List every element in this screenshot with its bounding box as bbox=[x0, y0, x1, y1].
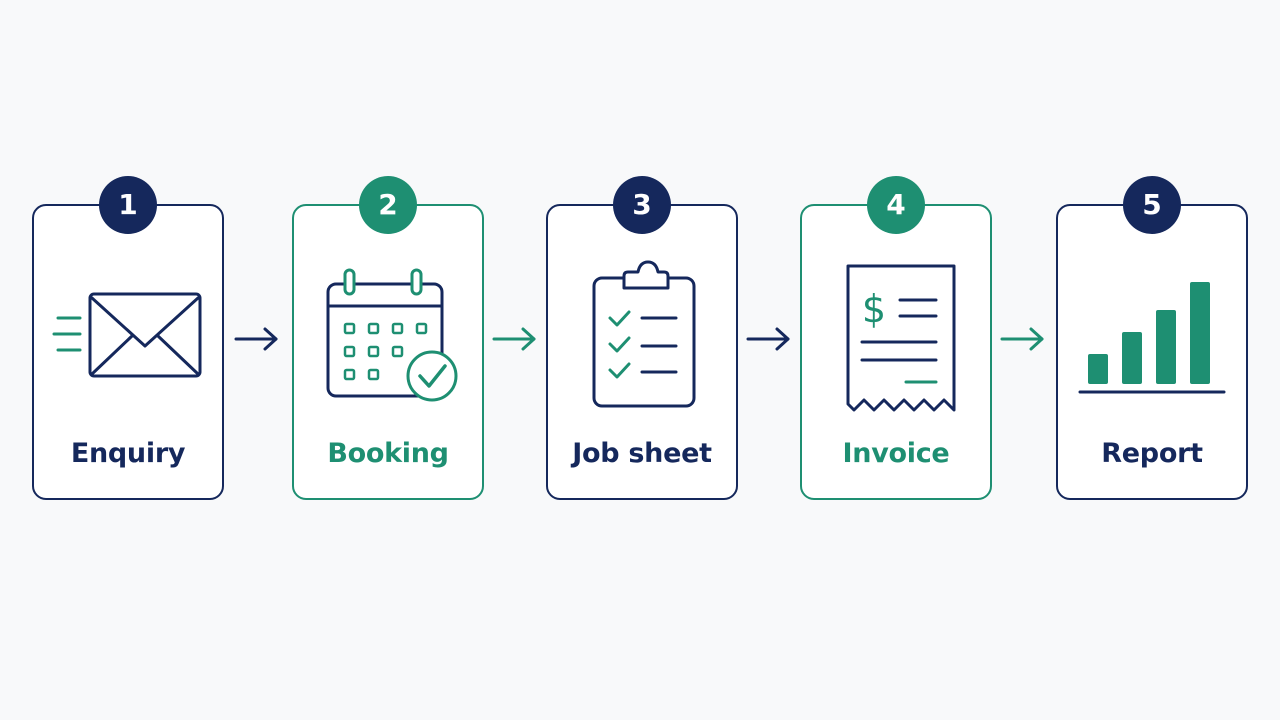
step-number-badge: 4 bbox=[867, 176, 925, 234]
step-label: Booking bbox=[327, 438, 449, 469]
step-card-report: 5 Report bbox=[1056, 176, 1248, 500]
arrow-right-icon bbox=[490, 324, 538, 354]
step-card-job-sheet: 3 Job sheet bbox=[546, 176, 738, 500]
step-number-badge: 5 bbox=[1123, 176, 1181, 234]
step-card-booking: 2 bbox=[292, 176, 484, 500]
step-label: Job sheet bbox=[572, 438, 712, 469]
step-card-invoice: 4 $ Invoice bbox=[800, 176, 992, 500]
invoice-receipt-icon: $ bbox=[808, 258, 988, 418]
step-number-badge: 3 bbox=[613, 176, 671, 234]
clipboard-checklist-icon bbox=[554, 258, 734, 418]
svg-text:$: $ bbox=[862, 287, 886, 331]
step-label: Invoice bbox=[842, 438, 950, 469]
step-number-badge: 2 bbox=[359, 176, 417, 234]
arrow-right-icon bbox=[744, 324, 792, 354]
step-label: Enquiry bbox=[70, 438, 186, 469]
envelope-icon bbox=[40, 258, 220, 418]
step-label: Report bbox=[1101, 438, 1203, 469]
arrow-right-icon bbox=[998, 324, 1046, 354]
step-number-badge: 1 bbox=[99, 176, 157, 234]
arrow-right-icon bbox=[232, 324, 280, 354]
bar-chart-icon bbox=[1064, 258, 1244, 418]
calendar-check-icon bbox=[300, 258, 480, 418]
step-card-enquiry: 1 Enquiry bbox=[32, 176, 224, 500]
